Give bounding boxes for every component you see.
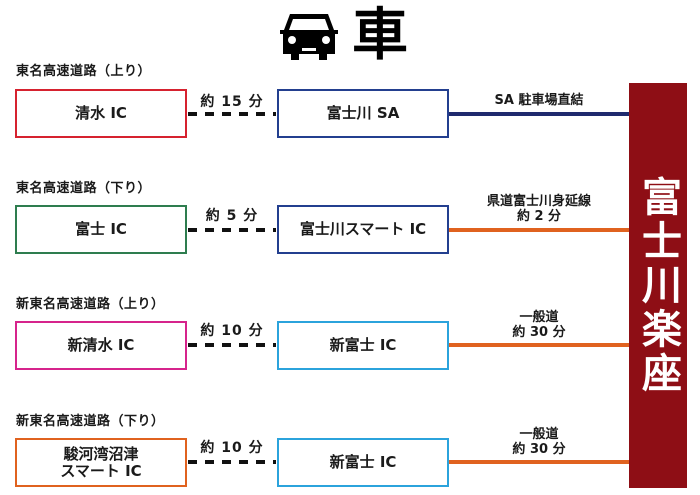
travel-time: 約 5 分	[205, 208, 259, 224]
dashed-connector	[188, 112, 276, 116]
origin-ic-box: 富士 IC	[15, 205, 187, 254]
header: 車	[0, 0, 700, 80]
via-point-label: 新富士 IC	[329, 336, 397, 354]
via-point-label: 新富士 IC	[329, 453, 397, 471]
page-title: 車	[352, 3, 408, 68]
origin-ic-box: 駿河湾沼津 スマート IC	[15, 438, 187, 487]
dashed-connector	[188, 460, 276, 464]
via-point-box: 新富士 IC	[277, 321, 449, 370]
origin-ic-label: 清水 IC	[75, 104, 127, 122]
connection-label: 一般道 約 30 分	[512, 427, 566, 457]
connection-label: 一般道 約 30 分	[512, 310, 566, 340]
connection-line	[449, 228, 629, 232]
travel-time: 約 15 分	[200, 94, 264, 110]
travel-time: 約 10 分	[200, 323, 264, 339]
destination-box: 富士川楽座	[629, 83, 687, 488]
via-point-box: 富士川 SA	[277, 89, 449, 138]
travel-time: 約 10 分	[200, 440, 264, 456]
road-label: 新東名高速道路（下り）	[16, 414, 165, 429]
origin-ic-box: 新清水 IC	[15, 321, 187, 370]
connection-line	[449, 112, 629, 116]
origin-ic-label: 駿河湾沼津 スマート IC	[60, 444, 142, 480]
car-icon	[280, 14, 338, 60]
connection-label: 県道富士川身延線 約 2 分	[486, 194, 591, 224]
destination-label: 富士川楽座	[635, 175, 681, 396]
dashed-connector	[188, 228, 276, 232]
road-label: 東名高速道路（下り）	[16, 181, 152, 196]
road-label: 新東名高速道路（上り）	[16, 297, 165, 312]
via-point-box: 富士川スマート IC	[277, 205, 449, 254]
origin-ic-box: 清水 IC	[15, 89, 187, 138]
via-point-label: 富士川スマート IC	[299, 220, 427, 238]
origin-ic-label: 新清水 IC	[67, 336, 135, 354]
road-label: 東名高速道路（上り）	[16, 64, 152, 79]
dashed-connector	[188, 343, 276, 347]
via-point-label: 富士川 SA	[326, 104, 400, 122]
connection-line	[449, 460, 629, 464]
via-point-box: 新富士 IC	[277, 438, 449, 487]
connection-line	[449, 343, 629, 347]
connection-label: SA 駐車場直結	[494, 93, 584, 108]
origin-ic-label: 富士 IC	[75, 220, 127, 238]
